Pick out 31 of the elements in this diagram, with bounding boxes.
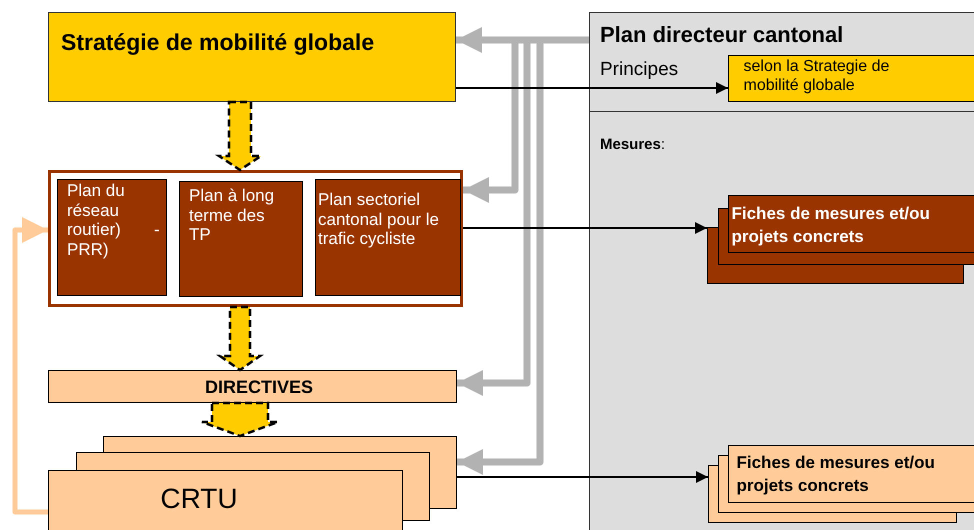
arrow <box>12 217 48 514</box>
block-arrow <box>200 402 280 438</box>
plan-text: Plan du réseau routier) PRR) <box>67 181 126 260</box>
plan-box <box>315 179 461 296</box>
plan-panel-header <box>589 12 974 112</box>
card-text: Fiches de mesures et/ou projets concrets <box>732 202 931 248</box>
arrow <box>457 471 708 483</box>
plan-box <box>179 181 303 297</box>
principle-box <box>728 54 974 102</box>
card-text: Fiches de mesures et/ou projets concrets <box>736 452 936 498</box>
card-stack <box>706 194 974 284</box>
card-title: CRTU <box>159 483 239 516</box>
strategy-box <box>48 12 456 102</box>
section-label: Principes <box>600 59 678 81</box>
block-arrow <box>216 306 264 372</box>
dash-text: - <box>154 220 160 240</box>
card-stack <box>48 436 457 530</box>
plans-group-frame <box>48 170 463 307</box>
plan-text: Plan à long terme des TP <box>189 186 276 245</box>
card-stack <box>708 444 974 522</box>
plan-box <box>57 179 167 296</box>
box-title: Stratégie de mobilité globale <box>61 29 374 56</box>
plan-text: Plan sectoriel cantonal pour le trafic cycliste <box>318 190 440 249</box>
section-label: Mesures: <box>600 136 666 154</box>
arrow <box>463 222 707 234</box>
box-text: selon la Strategie de mobilité globale <box>744 56 890 95</box>
measures-panel <box>589 111 974 530</box>
panel-title: Plan directeur cantonal <box>600 22 844 48</box>
directives-bar <box>48 370 457 403</box>
bar-title: DIRECTIVES <box>204 377 314 398</box>
arrow <box>456 82 728 94</box>
